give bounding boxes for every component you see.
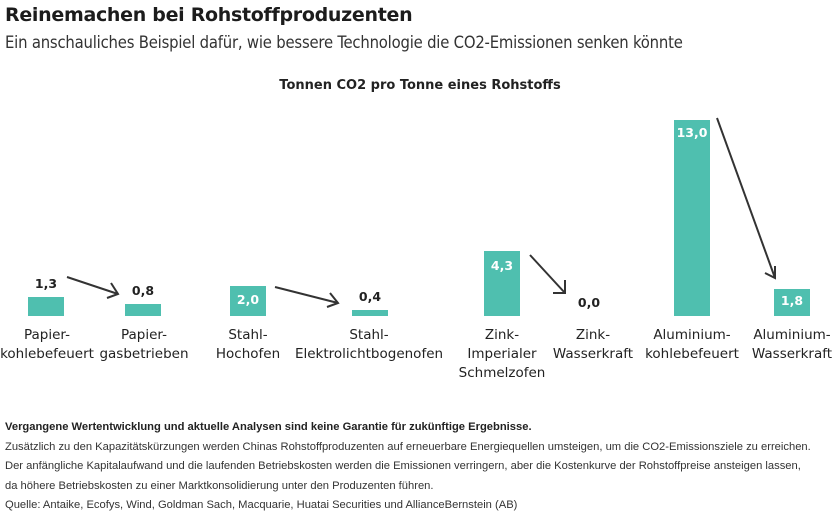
category-label-line: Stahl-	[349, 327, 389, 343]
bar-aluminium-wasserkraft	[774, 289, 810, 316]
value-label: 0,4	[358, 289, 382, 304]
category-label-line: Wasserkraft	[751, 346, 833, 362]
category-label: Papier- gasbetrieben	[99, 326, 188, 364]
category-label-line: Papier-	[121, 327, 167, 343]
value-label: 1,3	[34, 276, 58, 291]
category-label: Papier- kohlebefeuert	[0, 326, 94, 364]
bar-aluminium-kohlebefeuert	[674, 120, 710, 316]
category-label-line: Wasserkraft	[552, 346, 634, 362]
value-label: 0,0	[577, 295, 601, 310]
value-label: 0,8	[131, 283, 155, 298]
chart-title: Tonnen CO2 pro Tonne eines Rohstoffs	[279, 78, 561, 93]
bar-stahl-hochofen	[230, 286, 266, 316]
footnote-line: Der anfängliche Kapitalaufwand und die l…	[5, 460, 801, 473]
category-label-line: Zink-	[484, 327, 520, 343]
category-label-line: kohlebefeuert	[645, 346, 739, 362]
arrow-icon	[274, 286, 340, 308]
category-label-line: gasbetrieben	[99, 346, 189, 362]
category-label-line: Imperialer	[467, 346, 537, 362]
category-label-line: Elektrolichtbogenofen	[294, 346, 444, 362]
category-label-line: kohlebefeuert	[0, 346, 94, 362]
source-line: Quelle: Antaike, Ecofys, Wind, Goldman S…	[5, 499, 518, 512]
category-label: Stahl- Elektrolichtbogenofen	[295, 326, 443, 364]
category-label-line: Papier-	[23, 327, 70, 343]
category-label-line: Stahl-	[228, 327, 268, 343]
category-label: Aluminium- kohlebefeuert	[645, 326, 739, 364]
bar-papier-kohlebefeuert	[28, 297, 64, 316]
bar-chart: 1,3 0,8 2,0 0,4 4,3 0,0 13,0 1,8	[0, 117, 832, 383]
value-label: 4,3	[490, 258, 514, 273]
bar-papier-gasbetrieben	[125, 304, 161, 316]
footnote-line: Zusätzlich zu den Kapazitätskürzungen we…	[5, 440, 811, 453]
footer-notes: Vergangene Wertentwicklung und aktuelle …	[5, 418, 840, 516]
category-label-line: Aluminium-	[753, 327, 831, 343]
category-label: Stahl- Hochofen	[216, 326, 280, 364]
value-label: 13,0	[676, 125, 708, 140]
arrows-layer	[66, 117, 776, 308]
bar-stahl-elektrolichtbogenofen	[352, 310, 388, 316]
category-label-line: Schmelzofen	[458, 365, 546, 381]
category-label-line: Hochofen	[215, 346, 281, 362]
arrow-icon	[529, 254, 566, 294]
value-label: 2,0	[236, 292, 260, 307]
page-subtitle: Ein anschauliches Beispiel dafür, wie be…	[5, 33, 683, 52]
bar-zink-imperialer-schmelzofen	[484, 251, 520, 316]
footnote-line: da höhere Betriebskosten zu einer Marktk…	[5, 479, 434, 492]
category-label-line: Aluminium-	[653, 327, 731, 343]
arrow-icon	[716, 117, 776, 280]
page-title: Reinemachen bei Rohstoffproduzenten	[5, 4, 413, 26]
arrow-icon	[66, 276, 120, 299]
category-label: Aluminium- Wasserkraft	[752, 326, 832, 364]
category-label-line: Zink-	[575, 327, 611, 343]
category-label: Zink- Wasserkraft	[553, 326, 633, 364]
disclaimer: Vergangene Wertentwicklung und aktuelle …	[5, 421, 532, 433]
category-label: Zink- Imperialer Schmelzofen	[459, 326, 546, 383]
value-label: 1,8	[780, 293, 804, 308]
